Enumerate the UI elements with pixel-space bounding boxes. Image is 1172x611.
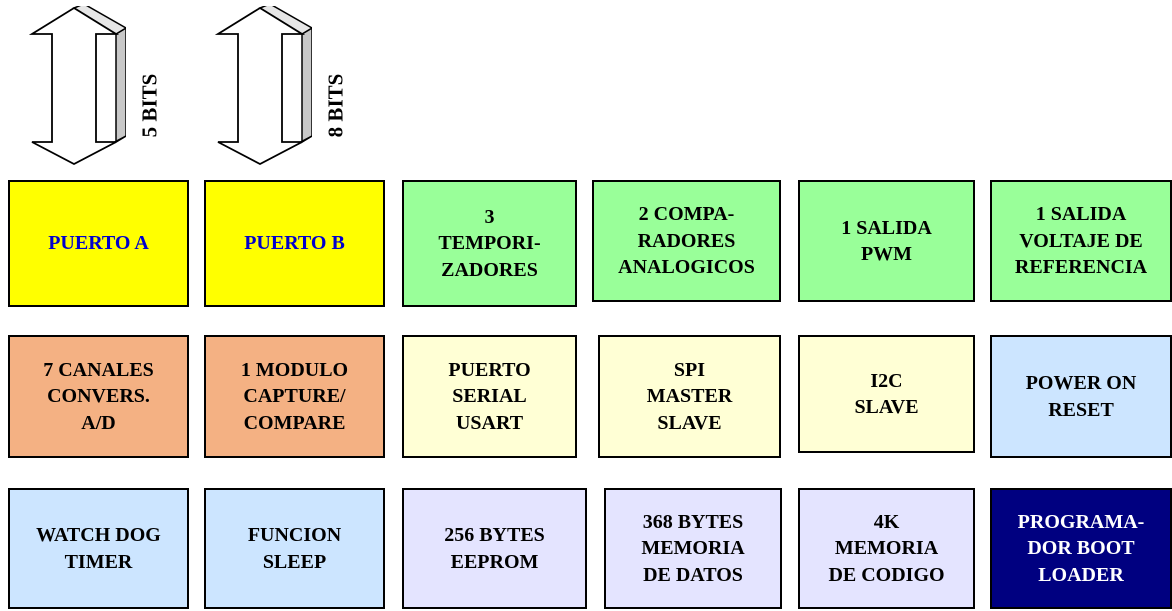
arrow-label: 5 BITS: [137, 73, 162, 137]
block-funcion-sleep: FUNCION SLEEP: [204, 488, 385, 609]
block-capture-compare: 1 MODULO CAPTURE/ COMPARE: [204, 335, 385, 458]
double-arrow-icon: [28, 6, 126, 166]
block-power-on-reset: POWER ON RESET: [990, 335, 1172, 458]
block-watch-dog: WATCH DOG TIMER: [8, 488, 189, 609]
block-puerto-serial: PUERTO SERIAL USART: [402, 335, 577, 458]
block-temporizadores: 3 TEMPORI- ZADORES: [402, 180, 577, 307]
block-memoria-codigo: 4K MEMORIA DE CODIGO: [798, 488, 975, 609]
block-voltaje-referencia: 1 SALIDA VOLTAJE DE REFERENCIA: [990, 180, 1172, 302]
block-spi: SPI MASTER SLAVE: [598, 335, 781, 458]
double-arrow-icon: [214, 6, 312, 166]
block-memoria-datos: 368 BYTES MEMORIA DE DATOS: [604, 488, 782, 609]
block-i2c: I2C SLAVE: [798, 335, 975, 453]
block-comparadores: 2 COMPA- RADORES ANALOGICOS: [592, 180, 781, 302]
block-puerto-b: PUERTO B: [204, 180, 385, 307]
arrow-label: 8 BITS: [323, 73, 348, 137]
block-eeprom: 256 BYTES EEPROM: [402, 488, 587, 609]
arrow-8-bits: 8 BITS: [212, 6, 348, 166]
block-canales-ad: 7 CANALES CONVERS. A/D: [8, 335, 189, 458]
block-bootloader: PROGRAMA- DOR BOOT LOADER: [990, 488, 1172, 609]
arrow-5-bits: 5 BITS: [26, 6, 162, 166]
block-salida-pwm: 1 SALIDA PWM: [798, 180, 975, 302]
block-puerto-a: PUERTO A: [8, 180, 189, 307]
